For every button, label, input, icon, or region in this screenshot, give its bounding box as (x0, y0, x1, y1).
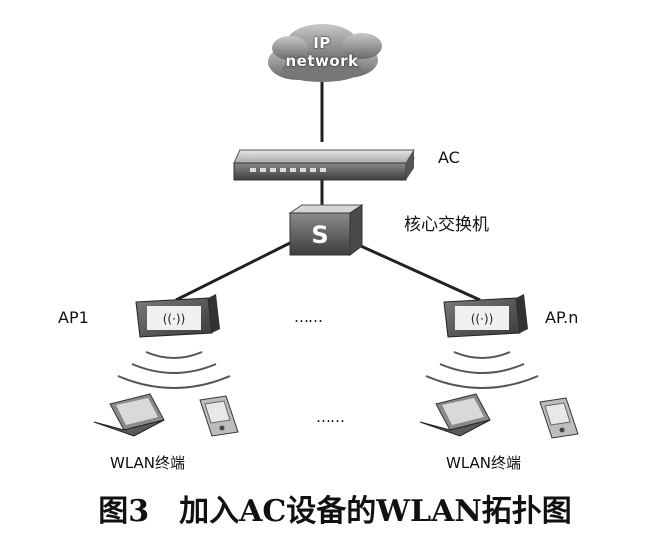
ac-label: AC (438, 148, 460, 167)
core-switch-icon: S (288, 204, 364, 256)
laptop-left-icon (93, 393, 165, 437)
svg-text:((·)): ((·)) (163, 312, 186, 326)
laptop-right-icon (419, 393, 491, 437)
links (175, 82, 481, 302)
figure-caption: 图3 加入AC设备的WLAN拓扑图 (98, 494, 572, 529)
topology-diagram: S ((·)) ((·)) (93, 24, 579, 439)
wireless-waves-left-icon (117, 351, 231, 389)
cloud-label-line2: network (285, 52, 359, 70)
ap-ellipsis: …… (294, 308, 323, 326)
pda-left-icon (199, 395, 239, 437)
link-switch-ap1 (175, 240, 293, 302)
ac-controller-icon (233, 149, 416, 181)
switch-symbol: S (311, 221, 328, 249)
terminal-ellipsis: …… (316, 408, 345, 426)
pda-right-icon (539, 397, 579, 439)
link-switch-apn (351, 240, 481, 302)
ap1-icon: ((·)) (135, 294, 220, 338)
svg-text:((·)): ((·)) (471, 312, 494, 326)
terminal-left-label: WLAN终端 (110, 454, 186, 472)
ap1-label: AP1 (58, 308, 89, 327)
ip-network-cloud-icon (268, 24, 382, 82)
switch-label: 核心交换机 (404, 215, 489, 235)
wireless-waves-right-icon (425, 351, 539, 389)
apn-icon: ((·)) (443, 294, 528, 338)
cloud-label-line1: IP (313, 34, 331, 52)
terminal-right-label: WLAN终端 (446, 454, 522, 472)
apn-label: AP.n (545, 308, 579, 327)
